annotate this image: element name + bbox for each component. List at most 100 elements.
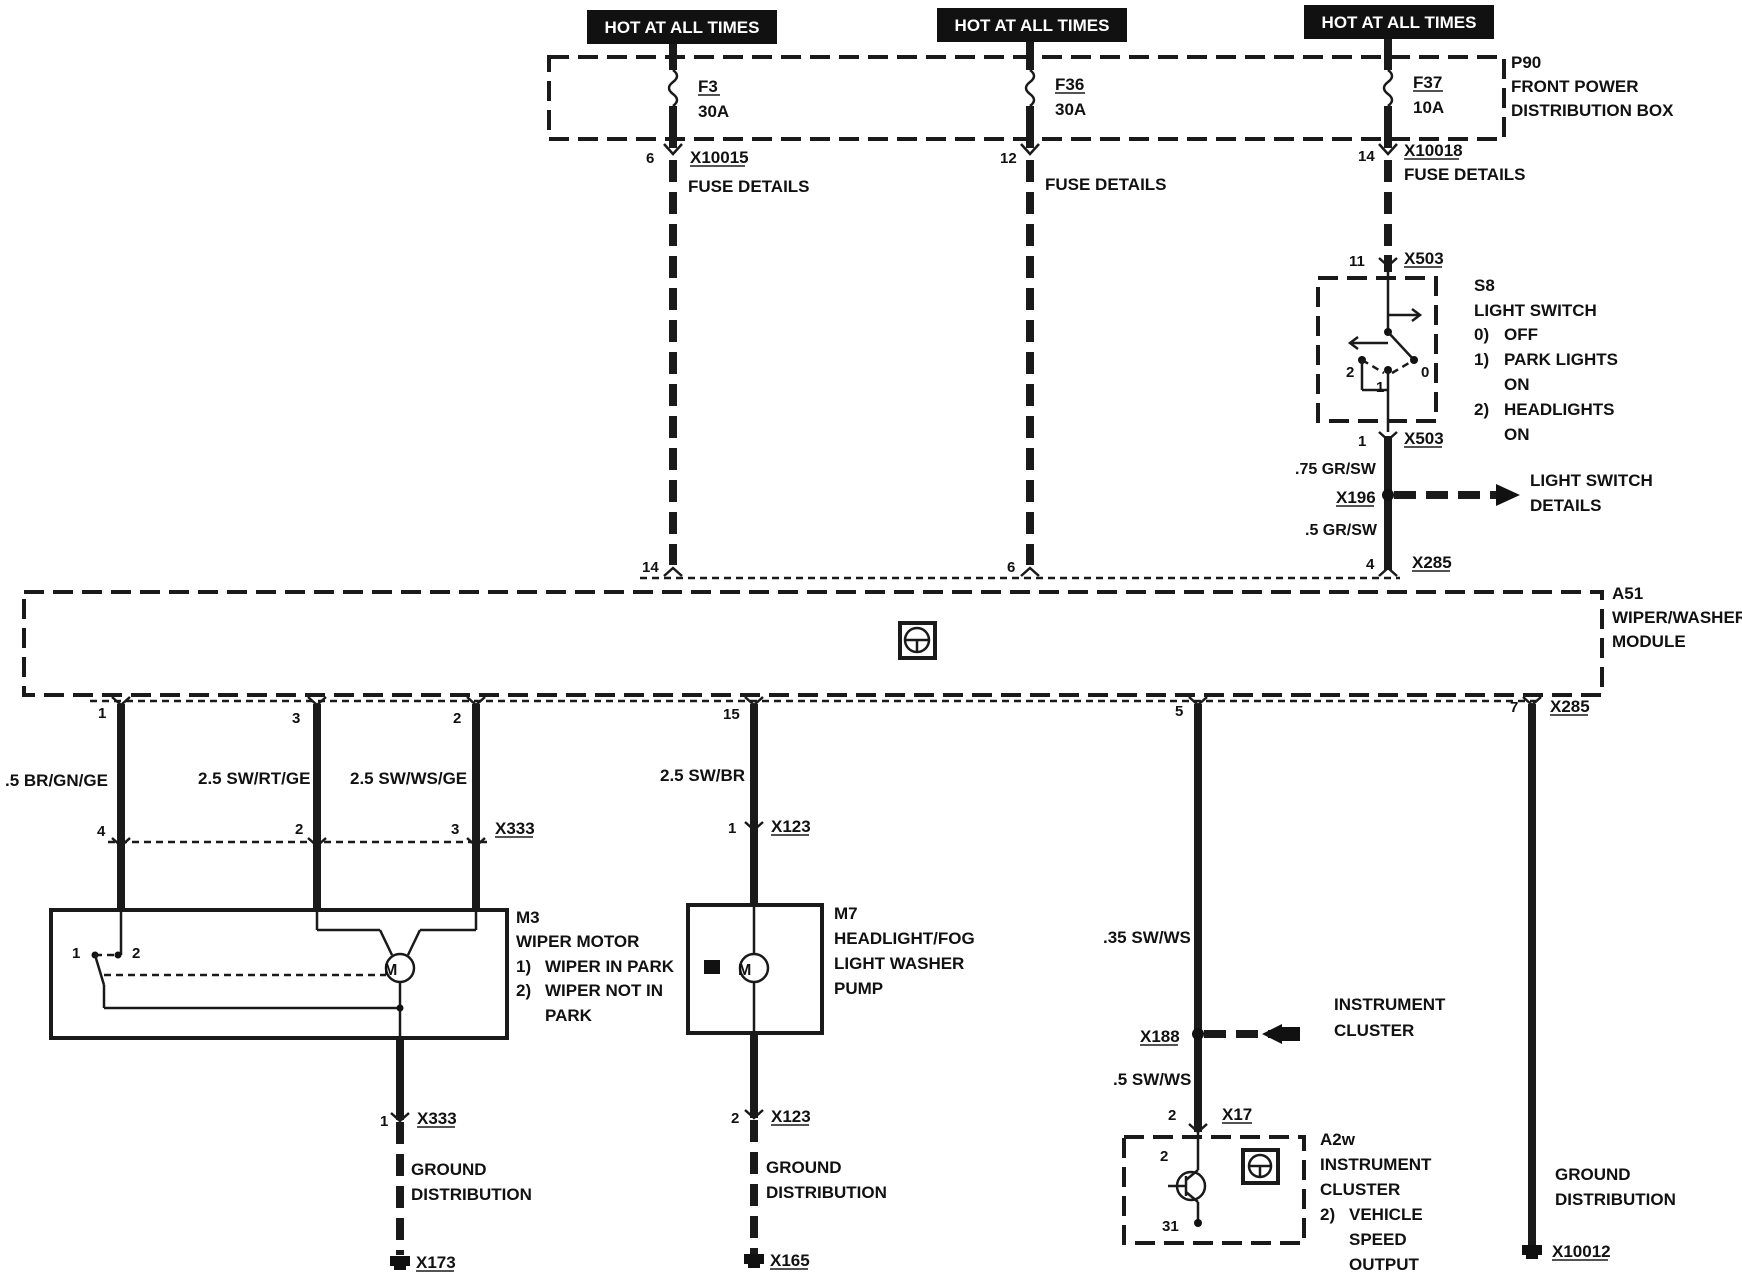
fuse-f36-symbol	[1024, 69, 1036, 107]
x196-wire-bottom: .5 GR/SW	[1305, 522, 1378, 539]
x333-conn-top: X333	[495, 819, 535, 838]
module-out-x285: X285	[1550, 697, 1590, 716]
fuse-f37-id: F37	[1413, 73, 1442, 92]
power-box-name-1: FRONT POWER	[1511, 77, 1639, 96]
module-name-1: WIPER/WASHER	[1612, 608, 1742, 627]
pump-name-2: LIGHT WASHER	[834, 954, 964, 973]
ground-symbol-x10012	[1522, 1245, 1542, 1259]
switch-out-pin: 1	[1358, 433, 1366, 450]
pump-ground-conn: X123	[771, 1107, 811, 1126]
wiper-motor-l2a: WIPER NOT IN	[545, 981, 663, 1000]
hot-label-2: HOT AT ALL TIMES	[937, 8, 1127, 42]
module-id: A51	[1612, 584, 1643, 603]
wiper-washer-module	[22, 590, 1604, 697]
pump-ground-pin: 2	[731, 1110, 739, 1127]
module-pin-6: 6	[1007, 559, 1015, 576]
wiper-ground-pin: 1	[380, 1113, 388, 1130]
wiper-motor-id: M3	[516, 908, 540, 927]
module-out-pin-3: 3	[292, 710, 300, 727]
steering-wheel-icon	[898, 621, 937, 660]
fuse-f37-details: FUSE DETAILS	[1404, 165, 1526, 184]
speed-ic-label-1: INSTRUMENT	[1334, 995, 1446, 1014]
svg-text:HOT AT ALL TIMES: HOT AT ALL TIMES	[605, 18, 760, 37]
ground-symbol-x165	[744, 1254, 764, 1268]
power-box-name-2: DISTRIBUTION BOX	[1511, 101, 1674, 120]
fuse-f36-pin: 12	[1000, 150, 1017, 167]
ground-conn-x10012: X10012	[1552, 1242, 1611, 1261]
wire-label-br-gn-ge: .5 BR/GN/GE	[5, 771, 108, 790]
cluster-name-3n: 2)	[1320, 1205, 1335, 1224]
x196-wire-top: .75 GR/SW	[1295, 461, 1377, 478]
transistor-symbol	[1168, 1132, 1207, 1227]
module-out-pin-15: 15	[723, 706, 740, 723]
hot-label-3: HOT AT ALL TIMES	[1304, 5, 1494, 39]
fuse-f37-symbol	[1382, 69, 1394, 107]
switch-in-conn: X503	[1404, 249, 1444, 268]
wiper-motor-l2b: PARK	[545, 1006, 593, 1025]
fuse-f36-id: F36	[1055, 75, 1084, 94]
pump-ground-label-1: GROUND	[766, 1158, 842, 1177]
x196-arrow-label-2: DETAILS	[1530, 496, 1601, 515]
svg-text:HOT AT ALL TIMES: HOT AT ALL TIMES	[955, 16, 1110, 35]
fuse-f3-symbol	[667, 69, 679, 107]
module-out-pin-7: 7	[1510, 699, 1518, 716]
x196-arrow-label-1: LIGHT SWITCH	[1530, 471, 1653, 490]
washer-pump-m: M	[738, 962, 751, 979]
wiper-motor-m: M	[384, 962, 397, 979]
wiper-motor-l1n: 1)	[516, 957, 531, 976]
module-out-pin-2: 2	[453, 710, 461, 727]
switch-out-conn: X503	[1404, 429, 1444, 448]
cluster-pin-2: 2	[1160, 1148, 1168, 1165]
speed-ic-label-2: CLUSTER	[1334, 1021, 1414, 1040]
fuse-f36-details: FUSE DETAILS	[1045, 175, 1167, 194]
switch-legend-0-t: OFF	[1504, 325, 1538, 344]
instrument-cluster-box	[1122, 1135, 1306, 1245]
module-name-2: MODULE	[1612, 632, 1686, 651]
fuse-f3-details: FUSE DETAILS	[688, 177, 810, 196]
light-switch-box	[1316, 276, 1438, 423]
switch-pos-0: 0	[1421, 364, 1429, 381]
cluster-name-3: VEHICLE	[1349, 1205, 1423, 1224]
ground7-label-2: DISTRIBUTION	[1555, 1190, 1676, 1209]
cluster-name-4: SPEED	[1349, 1230, 1407, 1249]
x196-conn: X196	[1336, 488, 1376, 507]
pump-id: M7	[834, 904, 858, 923]
pump-name-1: HEADLIGHT/FOG	[834, 929, 975, 948]
pump-wire-pin: 1	[728, 820, 736, 837]
speed-wire-2: .5 SW/WS	[1113, 1070, 1191, 1089]
pump-wire-conn: X123	[771, 817, 811, 836]
svg-text:HOT AT ALL TIMES: HOT AT ALL TIMES	[1322, 13, 1477, 32]
fuse-f37-rating: 10A	[1413, 98, 1444, 117]
switch-pos-1: 1	[1376, 379, 1384, 396]
switch-legend-2-t2: ON	[1504, 425, 1530, 444]
switch-legend-1-t1: PARK LIGHTS	[1504, 350, 1618, 369]
fuse-f37-connector: X10018	[1404, 141, 1463, 160]
ground7-label-1: GROUND	[1555, 1165, 1631, 1184]
fuse-f3-pin: 6	[646, 150, 654, 167]
fuse-f3-id: F3	[698, 77, 718, 96]
wiper-ground-label-2: DISTRIBUTION	[411, 1185, 532, 1204]
speed-conn-x188: X188	[1140, 1027, 1180, 1046]
cluster-steering-wheel-icon	[1241, 1148, 1280, 1185]
switch-legend-1-t2: ON	[1504, 375, 1530, 394]
module-out-pin-1: 1	[98, 705, 106, 722]
light-switch-id: S8	[1474, 276, 1495, 295]
wiper-motor-l1: WIPER IN PARK	[545, 957, 675, 976]
cluster-pin-31: 31	[1162, 1218, 1179, 1235]
x333-pin-3: 3	[451, 821, 459, 838]
pump-ground-label-2: DISTRIBUTION	[766, 1183, 887, 1202]
wire-label-sw-rt-ge: 2.5 SW/RT/GE	[198, 769, 310, 788]
switch-legend-2-t1: HEADLIGHTS	[1504, 400, 1615, 419]
module-pin-4: 4	[1366, 556, 1375, 573]
switch-legend-1-n: 1)	[1474, 350, 1489, 369]
module-pin-14: 14	[642, 559, 659, 576]
x285-top: X285	[1412, 553, 1452, 572]
power-box-id: P90	[1511, 53, 1541, 72]
speed-wire-1: .35 SW/WS	[1103, 928, 1191, 947]
module-out-pin-5: 5	[1175, 703, 1183, 720]
switch-legend-2-n: 2)	[1474, 400, 1489, 419]
switch-mechanism	[1347, 272, 1423, 432]
x333-pin-4: 4	[97, 823, 106, 840]
cluster-name-1: INSTRUMENT	[1320, 1155, 1432, 1174]
